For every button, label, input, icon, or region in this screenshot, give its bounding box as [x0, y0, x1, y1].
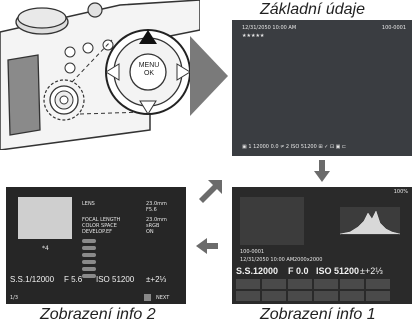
info2-page: 1/3: [10, 295, 19, 301]
caption-basic-info: Základní údaje: [260, 1, 365, 18]
info2-iso: ISO 51200: [96, 275, 135, 284]
right-arrow-icon: [190, 36, 230, 121]
ok-label: OK: [143, 70, 155, 77]
basic-info-screen: 12/31/2050 10:00 AM 100-0001 ★★★★★ ▣ 1 1…: [232, 20, 412, 156]
next-button-icon: [144, 294, 151, 301]
info1-exposure: ±+2⅓: [360, 266, 383, 276]
info1-resolution: 2000x2000: [294, 257, 323, 263]
info2-next: NEXT: [156, 295, 170, 301]
info1-screen: 100% 100-0001 12/31/2050 10:00 AM 2000x2…: [232, 187, 412, 304]
info1-file-number: 100-0001: [240, 249, 265, 255]
info2-label-lens: LENS: [82, 201, 95, 207]
info1-battery: 100%: [393, 189, 408, 195]
info2-value-lens: 23.0mm: [146, 201, 167, 207]
info2-label-focal: FOCAL LENGTH: [82, 217, 121, 223]
down-arrow-icon: [314, 160, 330, 187]
info2-value-develop: ON: [146, 229, 154, 235]
info2-aperture: F 5.6: [64, 275, 83, 284]
basic-datetime: 12/31/2050 10:00 AM: [242, 25, 297, 31]
camera-body-graphic: [0, 0, 201, 151]
info2-shutter: S.S.1/12000: [10, 275, 55, 284]
info1-aperture: F 0.0: [288, 266, 309, 276]
info2-thumbnail: [18, 197, 72, 239]
camera-illustration: MENU OK: [0, 0, 201, 151]
info2-label-colorspace: COLOR SPACE: [82, 223, 117, 229]
info2-label-develop: DEVELOP.EF: [82, 229, 112, 235]
left-arrow-icon: [196, 238, 218, 259]
info1-icon-grid: [236, 279, 408, 301]
info2-value-focal: 23.0mm: [146, 217, 167, 223]
info2-note: *4: [42, 245, 49, 252]
info2-exposure: ±+2⅓: [146, 275, 167, 284]
info1-datetime: 12/31/2050 10:00 AM: [240, 257, 295, 263]
info1-iso: ISO 51200: [316, 266, 360, 276]
rating-stars: ★★★★★: [242, 33, 265, 39]
info2-screen: *4 LENS FOCAL LENGTH COLOR SPACE DEVELOP…: [6, 187, 186, 304]
histogram: [339, 207, 401, 235]
info1-thumbnail: [240, 197, 304, 245]
info1-shutter: S.S.12000: [236, 266, 279, 276]
info2-setting-bars: [82, 239, 172, 286]
caption-info2: Zobrazení info 2: [40, 306, 156, 323]
caption-info1: Zobrazení info 1: [260, 306, 376, 323]
menu-ok-button: MENU OK: [134, 62, 164, 78]
basic-bottom-bar: ▣ 1 12000 0.0 ≠ 2 ISO 51200 ⊞ ✓ ⊡ ▣ ⊏: [242, 144, 347, 150]
info2-value-aperture: F5.6: [146, 207, 157, 213]
diagonal-arrow-icon: [198, 180, 222, 209]
basic-file-number: 100-0001: [381, 25, 406, 31]
menu-label: MENU: [138, 62, 160, 69]
info2-value-colorspace: sRGB: [146, 223, 160, 229]
